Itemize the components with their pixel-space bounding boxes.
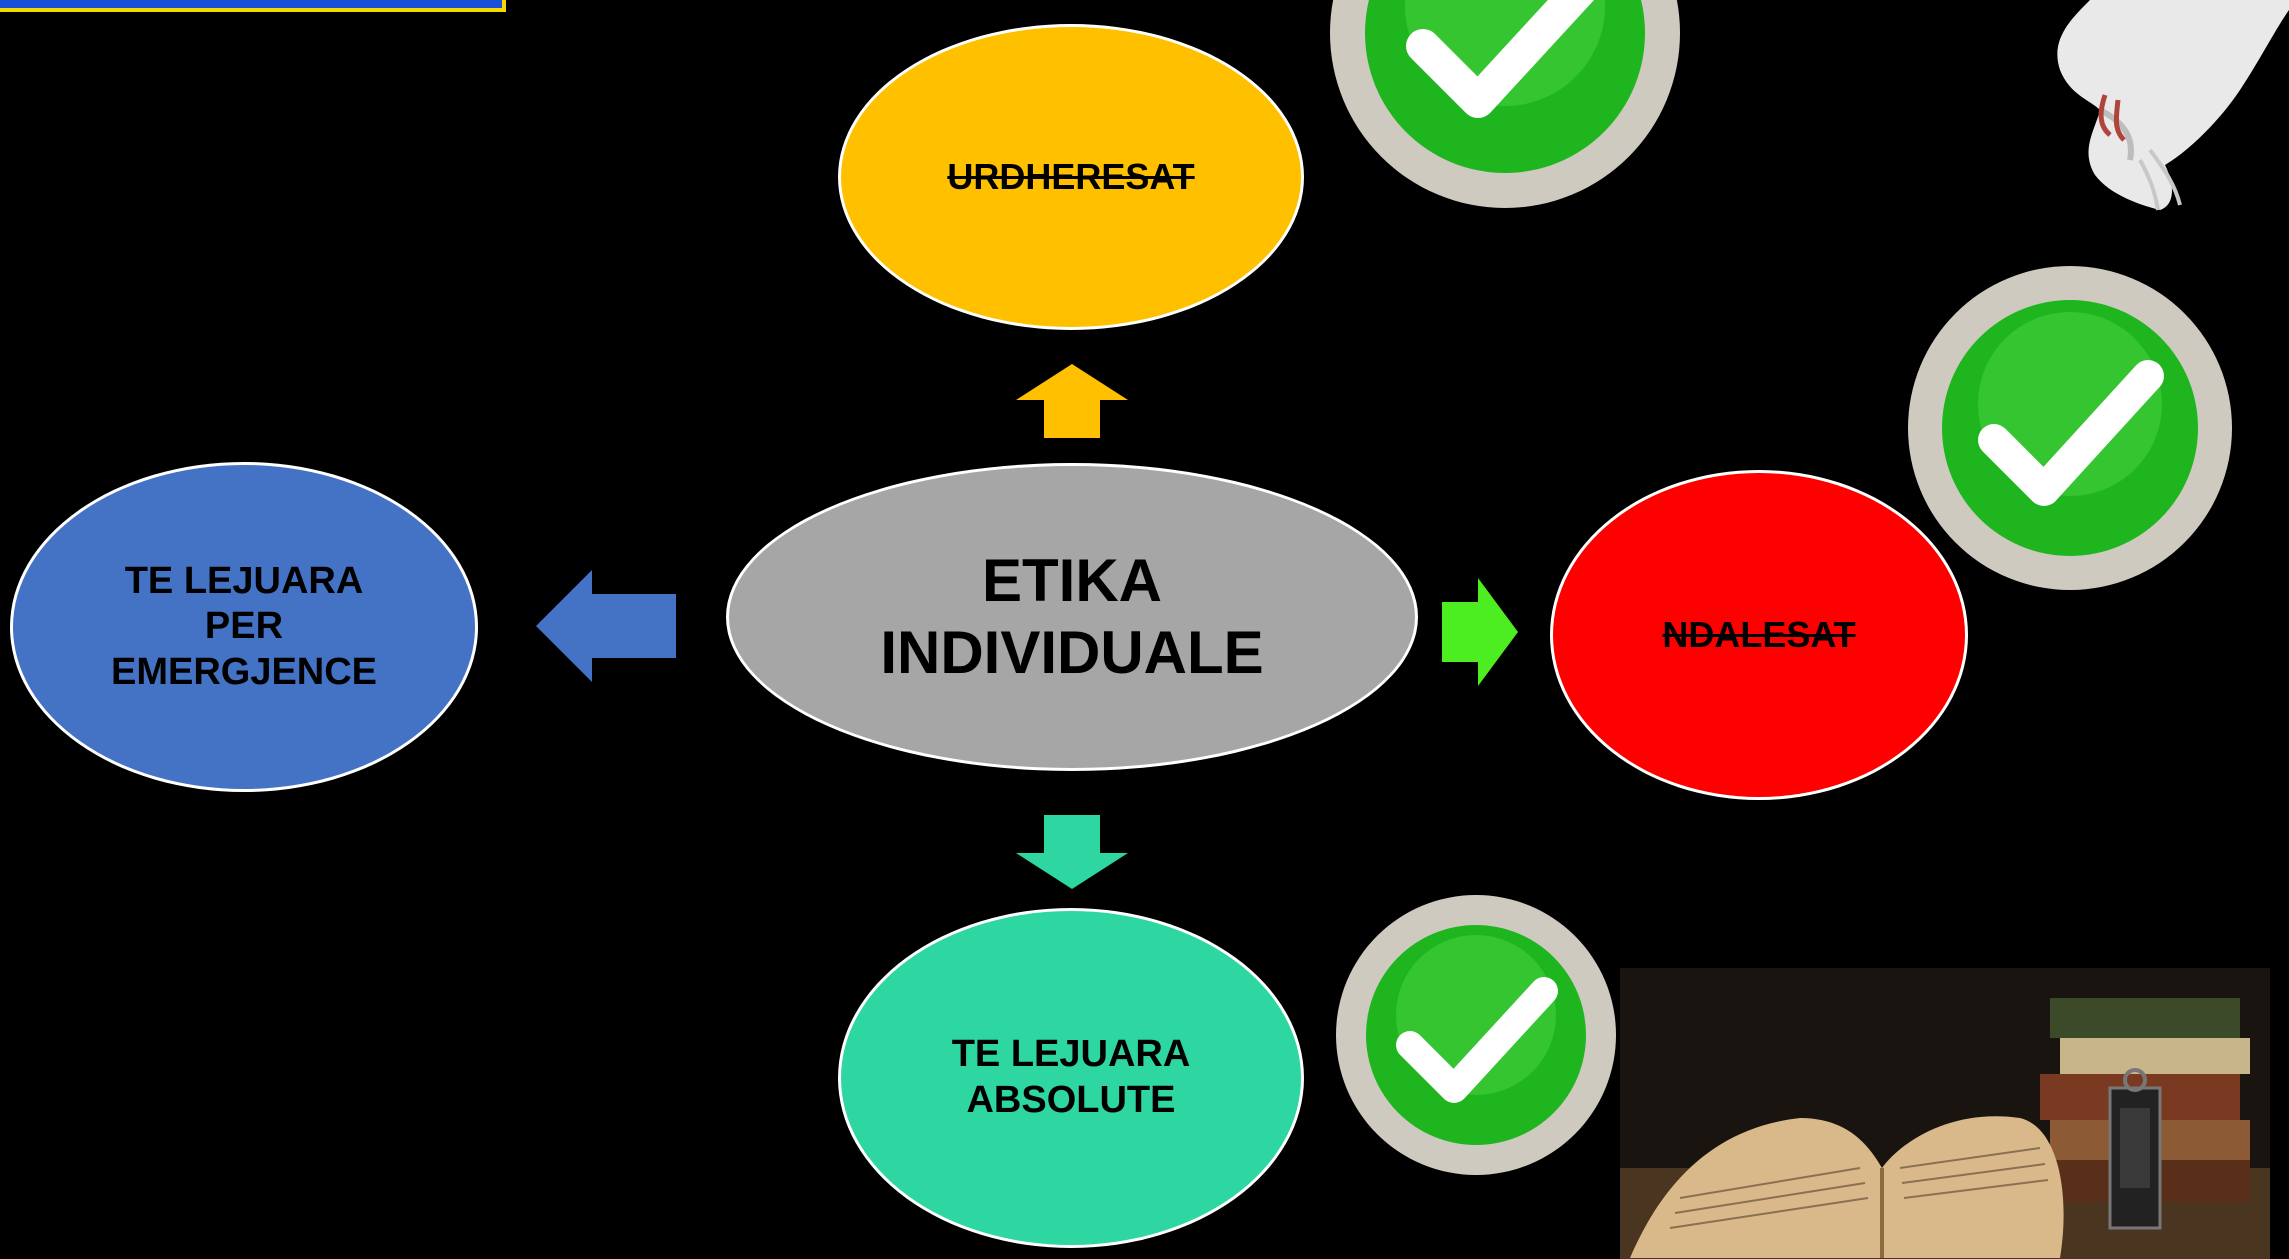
center-line1: ETIKA <box>981 547 1162 614</box>
left-line1: TE LEJUARA <box>124 559 364 602</box>
node-urdheresat: URDHERESAT <box>838 24 1304 330</box>
check-icon <box>1336 895 1616 1175</box>
arrow-down <box>1016 815 1128 889</box>
left-line2: PER <box>204 605 284 648</box>
node-urdheresat-label: URDHERESAT <box>947 156 1195 198</box>
check-icon <box>1330 0 1680 208</box>
node-etika-individuale: ETIKA INDIVIDUALE <box>726 463 1418 771</box>
books-image <box>1620 968 2270 1259</box>
arrow-left <box>536 570 676 682</box>
node-ndalesat: NDALESAT <box>1550 470 1968 800</box>
bottom-line1: TE LEJUARA <box>951 1033 1191 1076</box>
left-line3: EMERGJENCE <box>110 650 378 693</box>
arrow-up <box>1016 364 1128 438</box>
node-ndalesat-label: NDALESAT <box>1662 614 1856 656</box>
check-icon <box>1908 266 2232 590</box>
node-te-lejuara-absolute: TE LEJUARA ABSOLUTE <box>838 908 1304 1248</box>
corner-title-tab <box>0 0 506 12</box>
dove-image <box>2057 0 2289 211</box>
bottom-line2: ABSOLUTE <box>966 1079 1176 1121</box>
arrow-right <box>1442 578 1518 686</box>
node-te-lejuara-per-emergjence: TE LEJUARA PER EMERGJENCE <box>10 462 478 792</box>
center-line2: INDIVIDUALE <box>880 619 1264 686</box>
